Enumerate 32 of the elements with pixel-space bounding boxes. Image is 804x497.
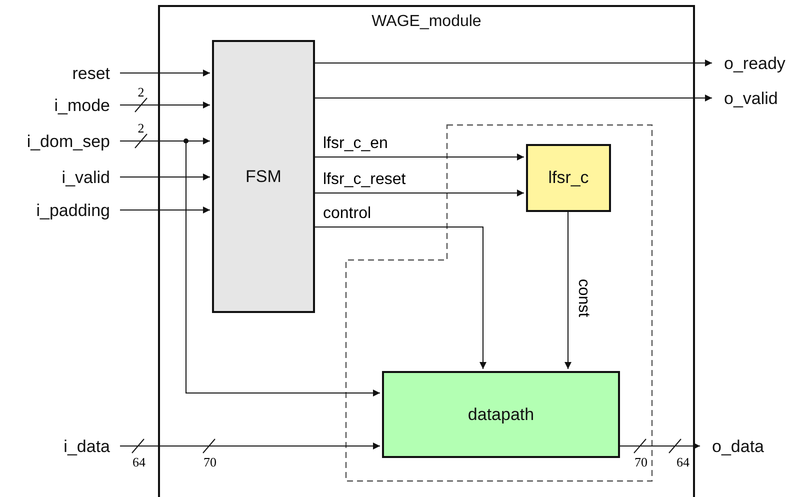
input-port-label: i_padding [0, 200, 120, 222]
signal-arrow [120, 206, 210, 214]
bus-width-label: 70 [634, 456, 648, 468]
input-port-label: i_data [0, 436, 120, 458]
bus-width-label: 64 [132, 456, 146, 468]
output-port-label: o_valid [712, 88, 802, 110]
input-port-label: reset [0, 63, 120, 85]
signal-label: lfsr_c_reset [322, 171, 407, 189]
signal-arrow [120, 70, 210, 76]
datapath-block [382, 371, 620, 458]
signal-arrow [564, 210, 572, 370]
signal-arrow [120, 140, 380, 396]
lfsr-block [526, 144, 611, 212]
bus-width-label: 2 [138, 86, 144, 98]
signal-label: lfsr_c_en [322, 135, 389, 153]
module-title: WAGE_module [372, 13, 482, 31]
block-label: FSM [246, 166, 282, 186]
input-port-label: i_valid [0, 167, 120, 189]
output-port-label: o_data [700, 436, 800, 458]
signal-arrow [120, 442, 380, 450]
bus-width-label: 64 [676, 456, 690, 468]
bus-width-label: 2 [138, 122, 144, 134]
bus-width-label: 70 [204, 456, 216, 468]
signal-arrow [120, 102, 210, 108]
input-port-label: i_mode [0, 95, 120, 117]
block-label: lfsr_c [548, 168, 589, 188]
block-label: datapath [468, 404, 534, 424]
signal-arrow [120, 174, 210, 180]
fsm-block [212, 40, 315, 313]
output-port-label: o_ready [712, 53, 802, 75]
input-port-label: i_dom_sep [0, 131, 120, 153]
module-boundary [158, 5, 695, 497]
